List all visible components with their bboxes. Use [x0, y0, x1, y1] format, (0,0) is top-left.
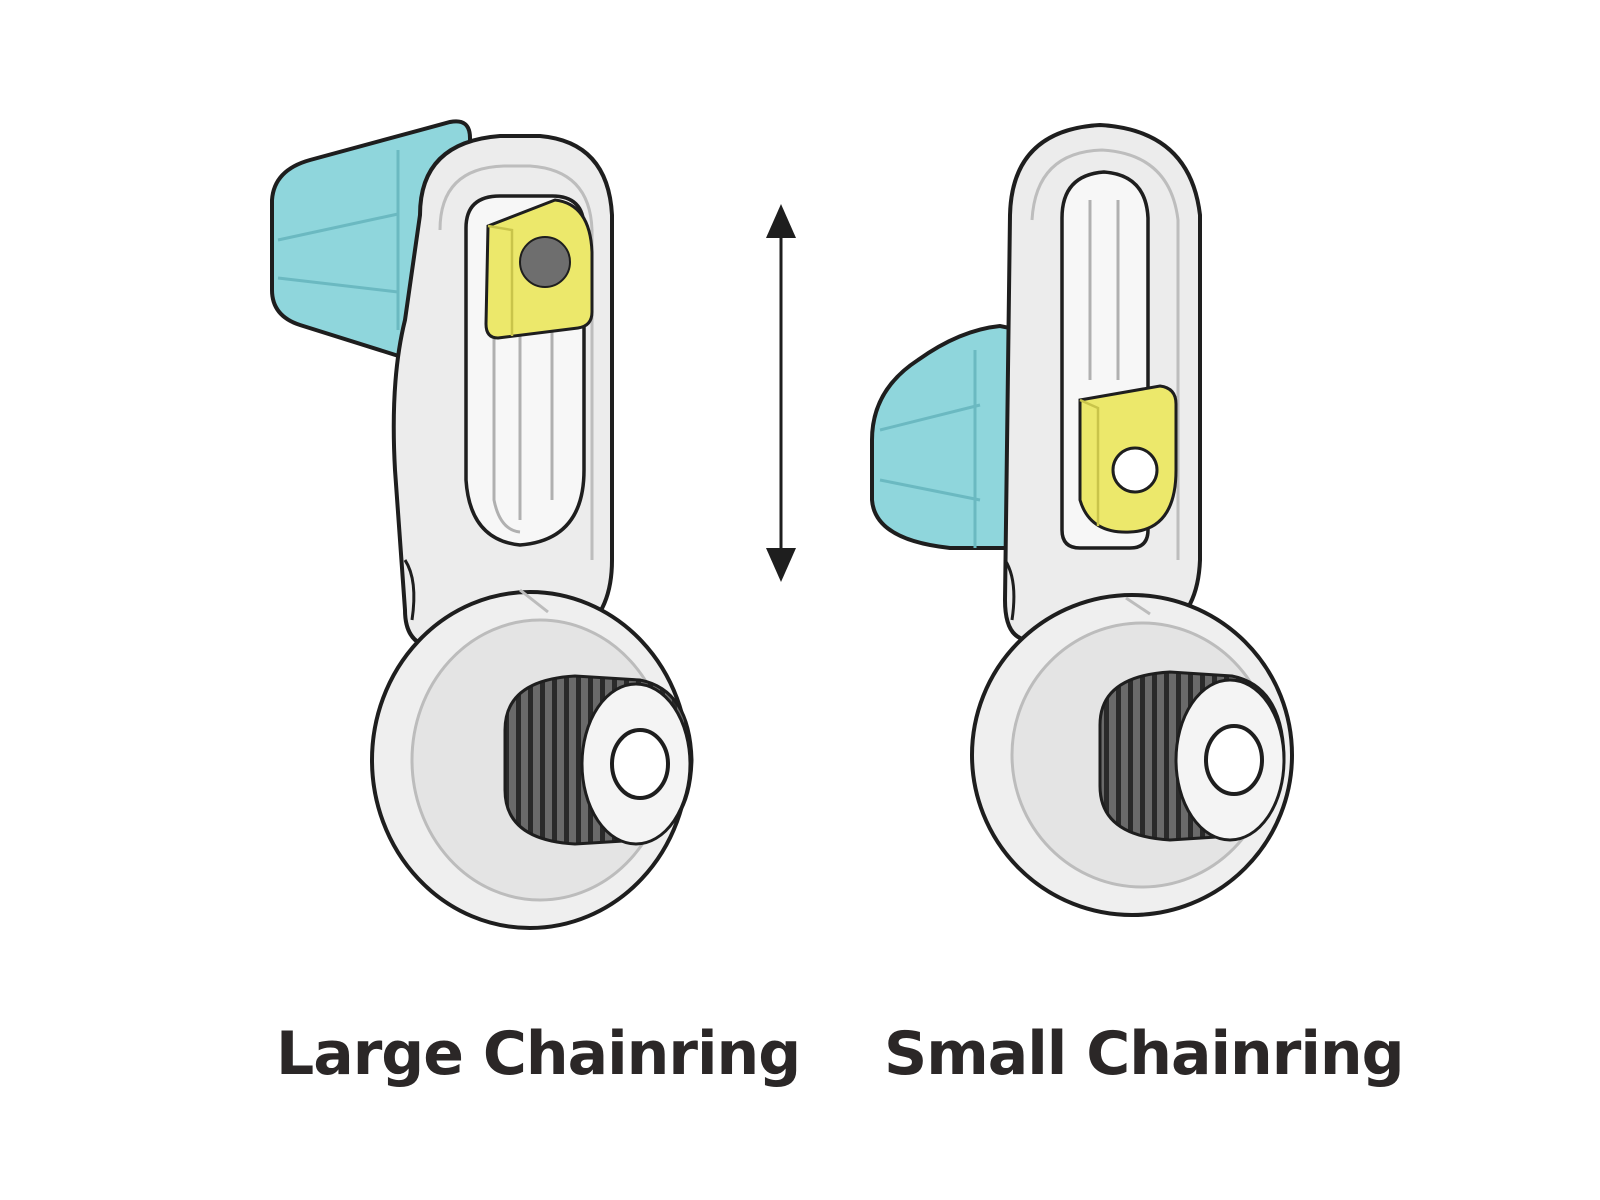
large-chainring-part — [270, 119, 694, 930]
large-chainring-label: Large Chainring — [276, 1019, 801, 1089]
left-base — [370, 588, 694, 930]
double-vertical-arrow-icon — [766, 204, 796, 582]
small-chainring-part — [870, 122, 1294, 917]
right-base — [970, 593, 1294, 917]
left-arm — [391, 134, 614, 651]
right-arm — [1002, 122, 1202, 643]
small-chainring-label: Small Chainring — [884, 1019, 1405, 1089]
